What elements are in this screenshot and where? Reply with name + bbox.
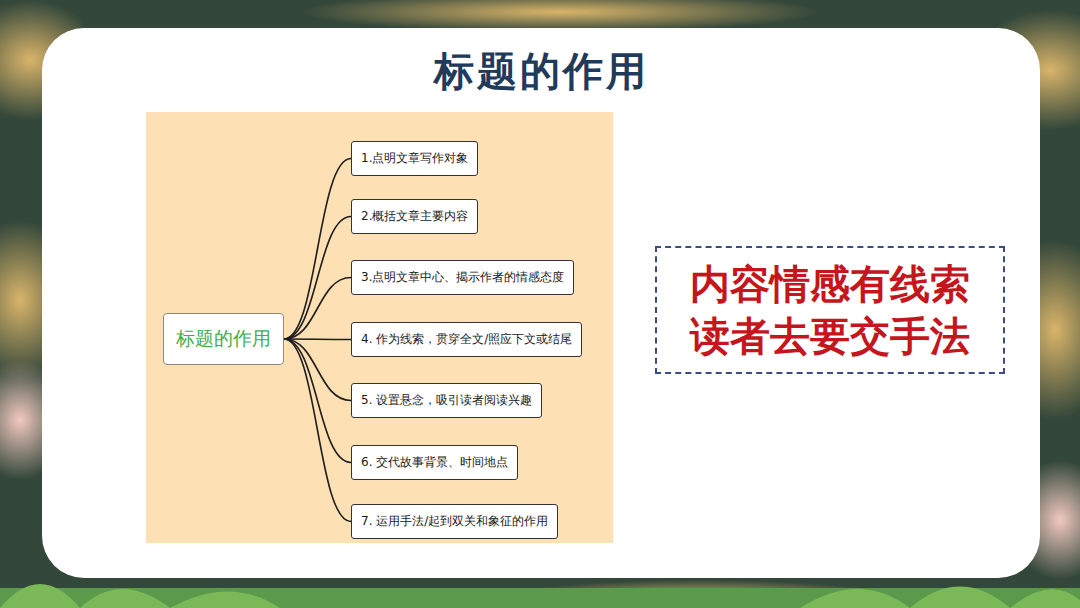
branch-box: 7. 运用手法/起到双关和象征的作用 [351, 504, 558, 539]
node-text: 2.概括文章主要内容 [361, 208, 468, 225]
branch-box: 1.点明文章写作对象 [351, 141, 478, 176]
mindmap-ground [146, 112, 613, 543]
leaf-decor [0, 584, 280, 608]
branch-curve [284, 339, 351, 401]
branch-box: 4. 作为线索，贯穿全文/照应下文或结尾 [351, 322, 582, 357]
leaf-decor [800, 587, 1080, 608]
branch-curve [284, 217, 351, 340]
branch-box: 3.点明文章中心、揭示作者的情感态度 [351, 260, 574, 295]
branch-box: 5. 设置悬念，吸引读者阅读兴趣 [351, 383, 542, 418]
branch-curve [284, 339, 351, 463]
branch-curve [284, 159, 351, 340]
slide-title: 标题的作用 [42, 44, 1040, 99]
branch-curve [284, 339, 351, 522]
branch-box: 2.概括文章主要内容 [351, 199, 478, 234]
memo-box: 内容情感有线索 读者去要交手法 [655, 246, 1005, 374]
node-text: 4. 作为线索，贯穿全文/照应下文或结尾 [361, 331, 572, 348]
branch-curve [284, 278, 351, 340]
node-text: 7. 运用手法/起到双关和象征的作用 [361, 513, 548, 530]
node-text: 标题的作用 [176, 326, 271, 352]
node-text: 1.点明文章写作对象 [361, 150, 468, 167]
node-text: 内容情感有线索 读者去要交手法 [688, 258, 972, 362]
root-node: 标题的作用 [163, 313, 284, 365]
node-text: 5. 设置悬念，吸引读者阅读兴趣 [361, 392, 532, 409]
branch-curve [284, 338, 351, 340]
content-panel [42, 28, 1040, 578]
branch-box: 6. 交代故事背景、时间地点 [351, 445, 518, 480]
node-text: 3.点明文章中心、揭示作者的情感态度 [361, 269, 564, 286]
node-text: 6. 交代故事背景、时间地点 [361, 454, 508, 471]
